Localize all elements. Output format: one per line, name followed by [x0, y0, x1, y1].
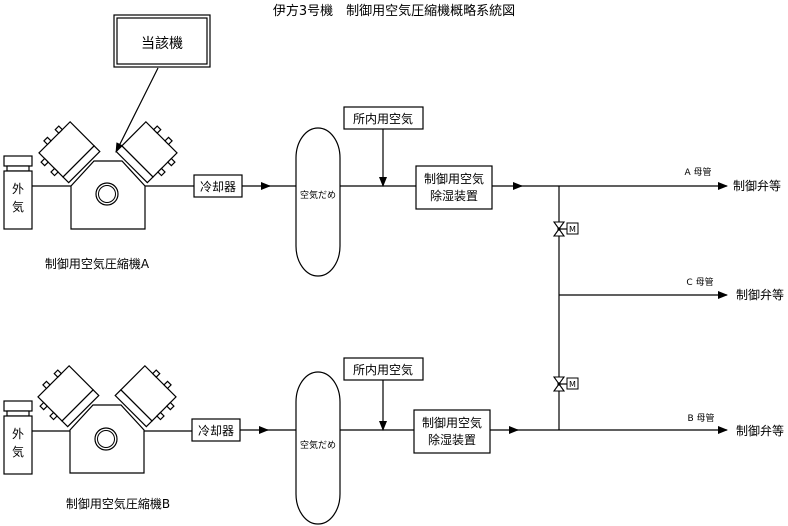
svg-text:冷却器: 冷却器 — [200, 180, 236, 194]
svg-text:所内用空気: 所内用空気 — [353, 111, 413, 126]
diagram-title: 伊方3号機 制御用空気圧縮機概略系統図 — [273, 3, 515, 19]
compressor-b-label: 制御用空気圧縮機B — [66, 496, 170, 511]
motor-operated-valve-1[interactable]: M — [552, 221, 579, 237]
header-b-label: B 母管 — [687, 412, 714, 424]
svg-text:空気だめ: 空気だめ — [300, 189, 336, 201]
motor-operated-valve-2[interactable]: M — [552, 376, 579, 392]
svg-text:冷却器: 冷却器 — [198, 424, 234, 438]
compressor-b — [37, 364, 177, 474]
header-b-destination: 制御弁等 — [736, 423, 784, 438]
callout-box: 当該機 — [113, 14, 211, 68]
compressor-a — [38, 120, 178, 230]
svg-text:空気だめ: 空気だめ — [300, 439, 336, 451]
svg-text:外: 外 — [12, 182, 24, 196]
air-receiver-a: 空気だめ — [295, 127, 341, 277]
svg-text:気: 気 — [12, 444, 24, 459]
header-a-label: A 母管 — [684, 166, 711, 178]
cooler-b: 冷却器 — [191, 418, 241, 442]
header-c-label: C 母管 — [686, 276, 713, 288]
svg-text:M: M — [569, 225, 576, 234]
outside-air-a: 外 気 — [3, 155, 33, 230]
header-a-destination: 制御弁等 — [733, 178, 781, 193]
svg-text:除湿装置: 除湿装置 — [430, 188, 478, 203]
train-b: 外 気 制御用空気圧縮機 — [3, 357, 728, 525]
callout-label: 当該機 — [141, 36, 183, 52]
station-air-a: 所内用空気 — [343, 106, 424, 130]
air-receiver-b: 空気だめ — [295, 371, 341, 525]
outside-air-b: 外 気 — [3, 400, 33, 475]
dryer-b: 制御用空気 除湿装置 — [413, 409, 491, 454]
svg-text:外: 外 — [12, 427, 24, 441]
callout-arrow — [115, 67, 159, 153]
svg-text:制御用空気: 制御用空気 — [422, 415, 482, 430]
dryer-a: 制御用空気 除湿装置 — [415, 165, 493, 210]
svg-text:除湿装置: 除湿装置 — [428, 432, 476, 447]
svg-text:所内用空気: 所内用空気 — [353, 362, 413, 377]
header-c-destination: 制御弁等 — [736, 287, 784, 302]
train-a: 外 気 — [3, 106, 728, 277]
compressor-a-label: 制御用空気圧縮機A — [45, 256, 150, 271]
svg-text:制御用空気: 制御用空気 — [424, 171, 484, 186]
svg-text:気: 気 — [12, 199, 24, 214]
station-air-b: 所内用空気 — [343, 357, 424, 381]
svg-text:M: M — [569, 380, 576, 389]
cooler-a: 冷却器 — [193, 174, 243, 198]
